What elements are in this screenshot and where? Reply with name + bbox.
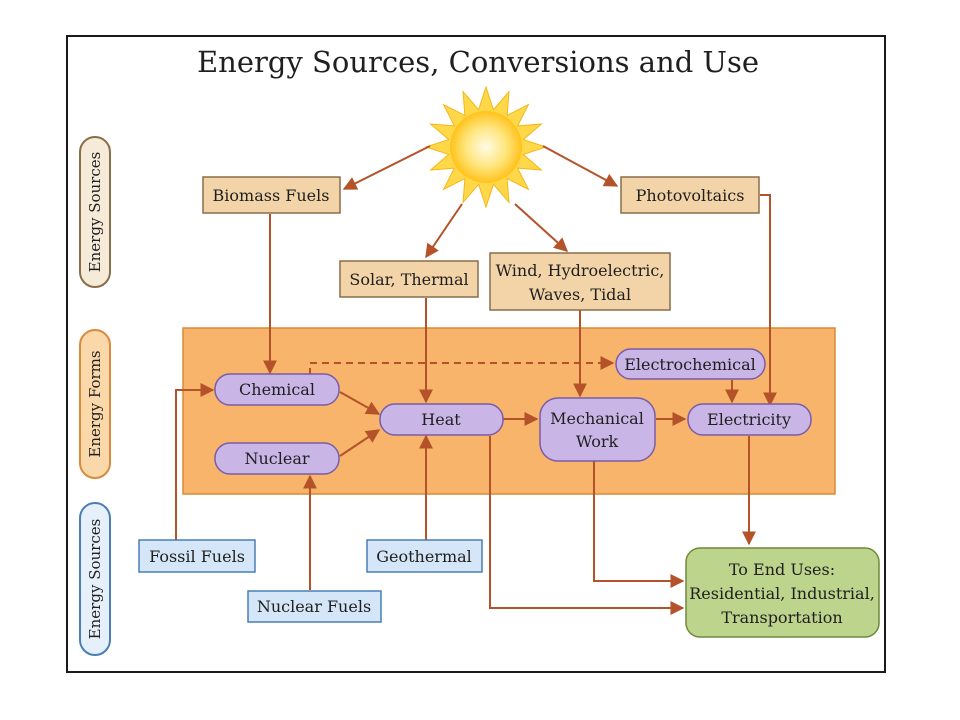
- arrow-photovoltaics-to-electricity: [760, 194, 777, 407]
- node-electricity: Electricity: [687, 403, 812, 436]
- arrow-chemical-to-heat: [339, 391, 381, 415]
- svg-text:Nuclear Fuels: Nuclear Fuels: [257, 597, 371, 616]
- svg-text:Geothermal: Geothermal: [376, 547, 472, 566]
- node-photovoltaics: Photovoltaics: [620, 176, 760, 214]
- node-nuclear-fuels: Nuclear Fuels: [247, 590, 382, 623]
- svg-text:Solar, Thermal: Solar, Thermal: [349, 270, 468, 289]
- arrow-sun-to-wind: [514, 203, 569, 252]
- arrow-sun-to-solar-thermal: [425, 203, 463, 259]
- node-fossil-fuels: Fossil Fuels: [138, 539, 256, 573]
- node-solar-thermal: Solar, Thermal: [339, 260, 479, 298]
- arrow-mechanical-to-end-uses: [593, 461, 685, 588]
- svg-text:Heat: Heat: [421, 410, 461, 429]
- svg-text:Photovoltaics: Photovoltaics: [636, 186, 745, 205]
- connector-arrows: [175, 145, 777, 615]
- svg-text:Energy Forms: Energy Forms: [86, 350, 104, 457]
- svg-text:Biomass Fuels: Biomass Fuels: [213, 186, 330, 205]
- arrow-sun-to-biomass: [342, 145, 431, 190]
- arrow-fossil-to-chemical: [175, 383, 215, 542]
- svg-text:Transportation: Transportation: [721, 608, 842, 627]
- side-label-energy-sources-top: Energy Sources: [79, 136, 111, 288]
- node-geothermal: Geothermal: [366, 539, 483, 573]
- node-electrochemical: Electrochemical: [615, 348, 766, 380]
- node-chemical: Chemical: [214, 373, 340, 406]
- node-nuclear: Nuclear: [214, 442, 340, 475]
- arrow-sun-to-photovoltaics: [542, 145, 619, 187]
- svg-text:Fossil Fuels: Fossil Fuels: [149, 547, 245, 566]
- node-end-uses: To End Uses: Residential, Industrial, Tr…: [685, 547, 880, 638]
- side-label-energy-sources-bottom: Energy Sources: [79, 502, 111, 656]
- node-wind-hydro: Wind, Hydroelectric, Waves, Tidal: [489, 252, 671, 311]
- svg-text:Electrochemical: Electrochemical: [624, 355, 756, 374]
- svg-text:Waves, Tidal: Waves, Tidal: [529, 285, 631, 304]
- arrow-heat-to-end-uses: [489, 436, 685, 615]
- svg-text:Chemical: Chemical: [239, 380, 315, 399]
- svg-text:Wind, Hydroelectric,: Wind, Hydroelectric,: [496, 261, 665, 280]
- sun-icon: [424, 85, 548, 209]
- node-heat: Heat: [379, 403, 504, 436]
- node-mechanical-work: Mechanical Work: [539, 397, 656, 462]
- svg-text:To End Uses:: To End Uses:: [729, 560, 835, 579]
- svg-text:Mechanical: Mechanical: [550, 409, 644, 428]
- svg-text:Energy Sources: Energy Sources: [86, 152, 104, 273]
- side-label-energy-forms: Energy Forms: [79, 329, 111, 479]
- diagram-title: Energy Sources, Conversions and Use: [197, 45, 759, 79]
- svg-text:Energy Sources: Energy Sources: [86, 519, 104, 640]
- svg-text:Residential, Industrial,: Residential, Industrial,: [689, 584, 875, 603]
- svg-text:Electricity: Electricity: [707, 410, 791, 429]
- arrow-nuclear-to-heat: [339, 429, 381, 457]
- arrow-chemical-to-electrochemical: [309, 356, 615, 375]
- svg-text:Work: Work: [576, 432, 619, 451]
- svg-text:Nuclear: Nuclear: [244, 449, 309, 468]
- node-biomass-fuels: Biomass Fuels: [202, 176, 341, 214]
